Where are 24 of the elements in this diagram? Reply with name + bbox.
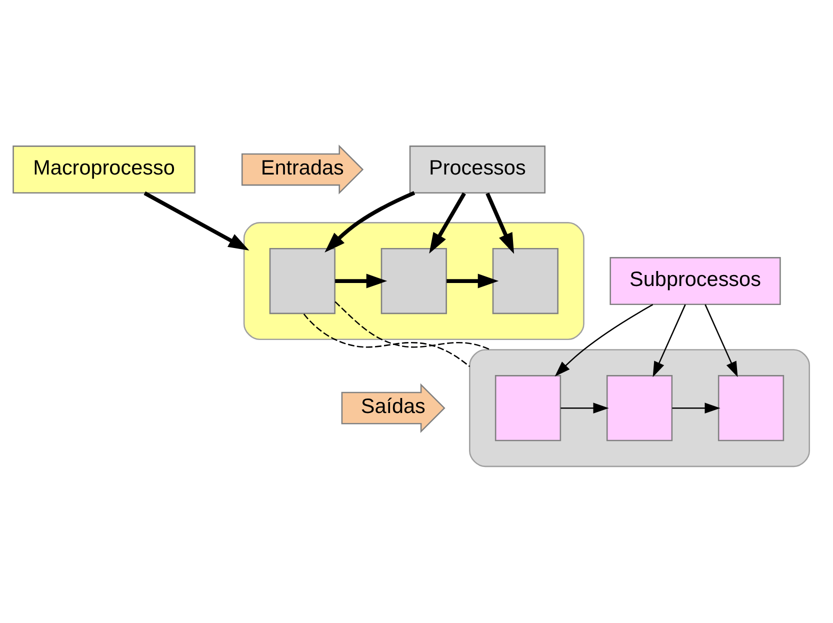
- node-box: [492, 248, 558, 314]
- arrow: [652, 304, 686, 378]
- arrow: [429, 192, 466, 254]
- node-box: [380, 248, 447, 314]
- arrow: [560, 402, 609, 414]
- arrow: [554, 304, 654, 376]
- arrow: [672, 402, 720, 414]
- cluster: [469, 349, 810, 468]
- node-box: Macroprocesso: [12, 146, 196, 194]
- cluster: [243, 222, 584, 340]
- arrow: [324, 191, 416, 253]
- node-box: [718, 375, 784, 442]
- arrow: [486, 192, 514, 254]
- connector: [303, 314, 470, 368]
- arrow: [144, 191, 250, 251]
- node-box: Subprocessos: [610, 257, 781, 306]
- connector: [334, 301, 491, 350]
- node-box: [269, 248, 336, 314]
- arrow: [446, 274, 499, 288]
- arrow: [704, 304, 738, 378]
- node-box: [606, 375, 673, 442]
- node-box: Processos: [409, 146, 546, 194]
- arrow: [335, 274, 388, 288]
- node-box: [494, 375, 562, 442]
